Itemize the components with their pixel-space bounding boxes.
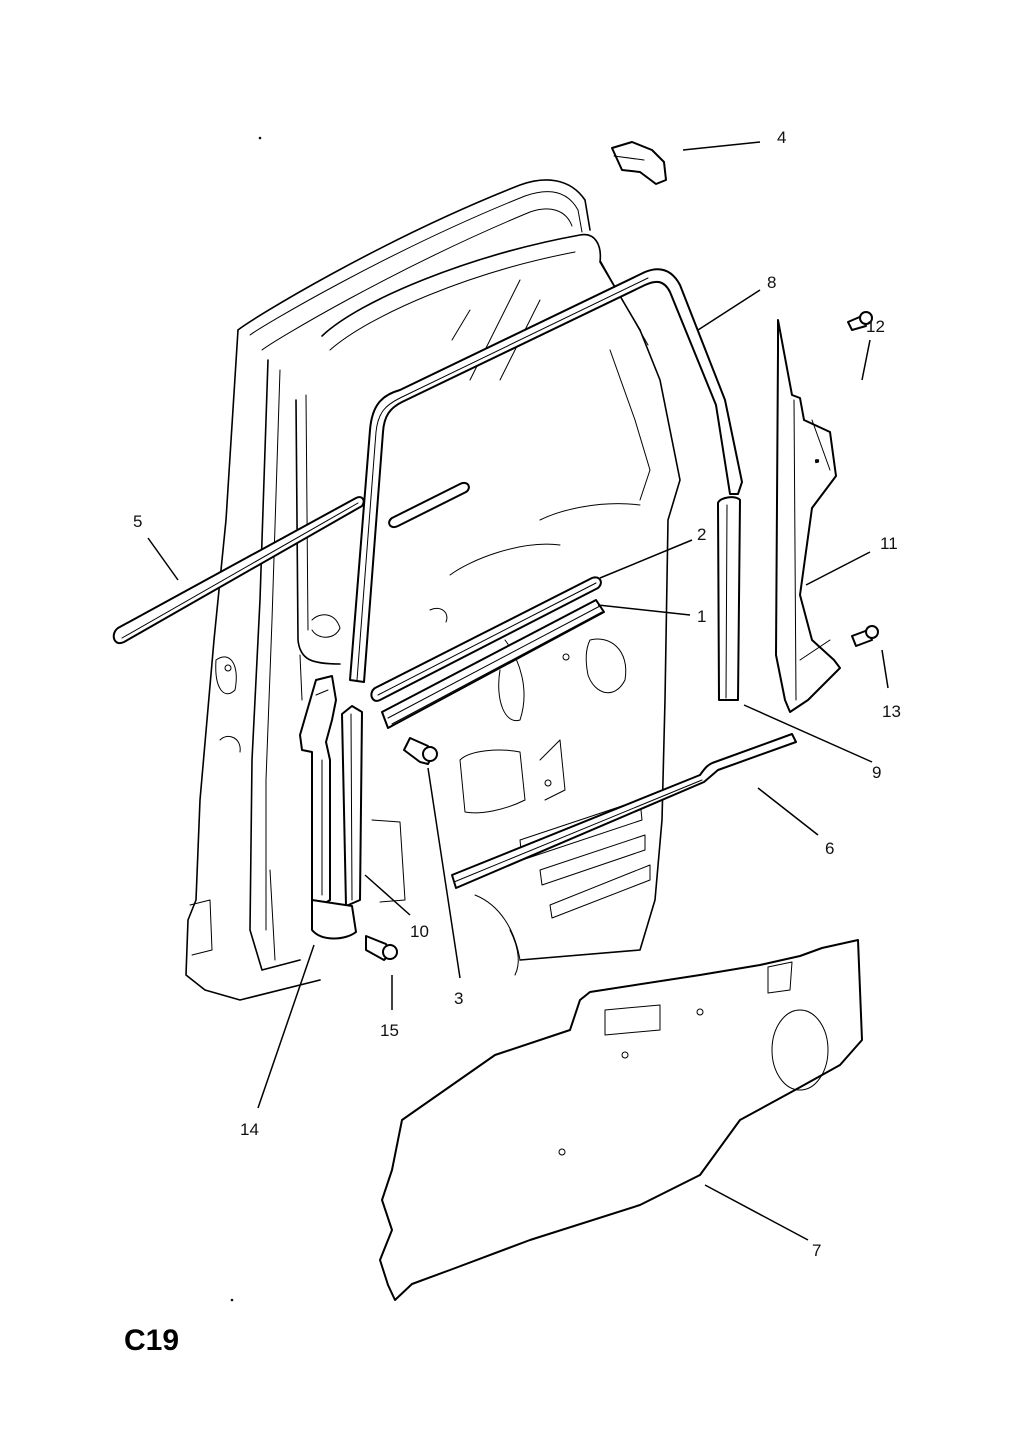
callout-11: 11 xyxy=(880,534,898,553)
section-code: C19 xyxy=(124,1324,179,1357)
svg-text:ᵃ: ᵃ xyxy=(809,459,821,465)
callout-14: 14 xyxy=(240,1120,259,1139)
callout-9: 9 xyxy=(872,763,881,782)
callout-13: 13 xyxy=(882,702,901,721)
part-7-trim-panel xyxy=(379,939,863,1301)
callout-3: 3 xyxy=(454,989,463,1008)
part-13-screw xyxy=(851,625,879,647)
part-3-screw xyxy=(403,737,438,765)
part-12-screw xyxy=(847,311,873,331)
callout-5: 5 xyxy=(133,512,142,531)
part-14-regulator xyxy=(299,675,357,940)
part-11-guide-rail: ᵃ xyxy=(775,319,841,713)
part-5-moulding xyxy=(112,482,470,645)
callout-labels: 4 8 12 11 2 1 5 13 9 6 10 3 15 14 7 xyxy=(133,128,901,1260)
part-15-screw xyxy=(365,935,398,961)
part-9-vertical-seal xyxy=(717,496,741,701)
callout-4: 4 xyxy=(777,128,786,147)
callout-1: 1 xyxy=(697,607,706,626)
callout-8: 8 xyxy=(767,273,776,292)
part-6-lower-rail xyxy=(451,733,797,889)
callout-2: 2 xyxy=(697,525,706,544)
callout-6: 6 xyxy=(825,839,834,858)
leader-lines xyxy=(147,141,889,1241)
part-2-belt-strip xyxy=(370,576,602,702)
part-8-window-seal xyxy=(349,268,743,683)
part-10-window-channel xyxy=(341,705,363,907)
callout-15: 15 xyxy=(380,1021,399,1040)
part-1-belt-strip xyxy=(381,599,605,729)
callout-10: 10 xyxy=(410,922,429,941)
part-4-bracket xyxy=(611,141,667,185)
callout-7: 7 xyxy=(812,1241,821,1260)
callout-12: 12 xyxy=(866,317,885,336)
